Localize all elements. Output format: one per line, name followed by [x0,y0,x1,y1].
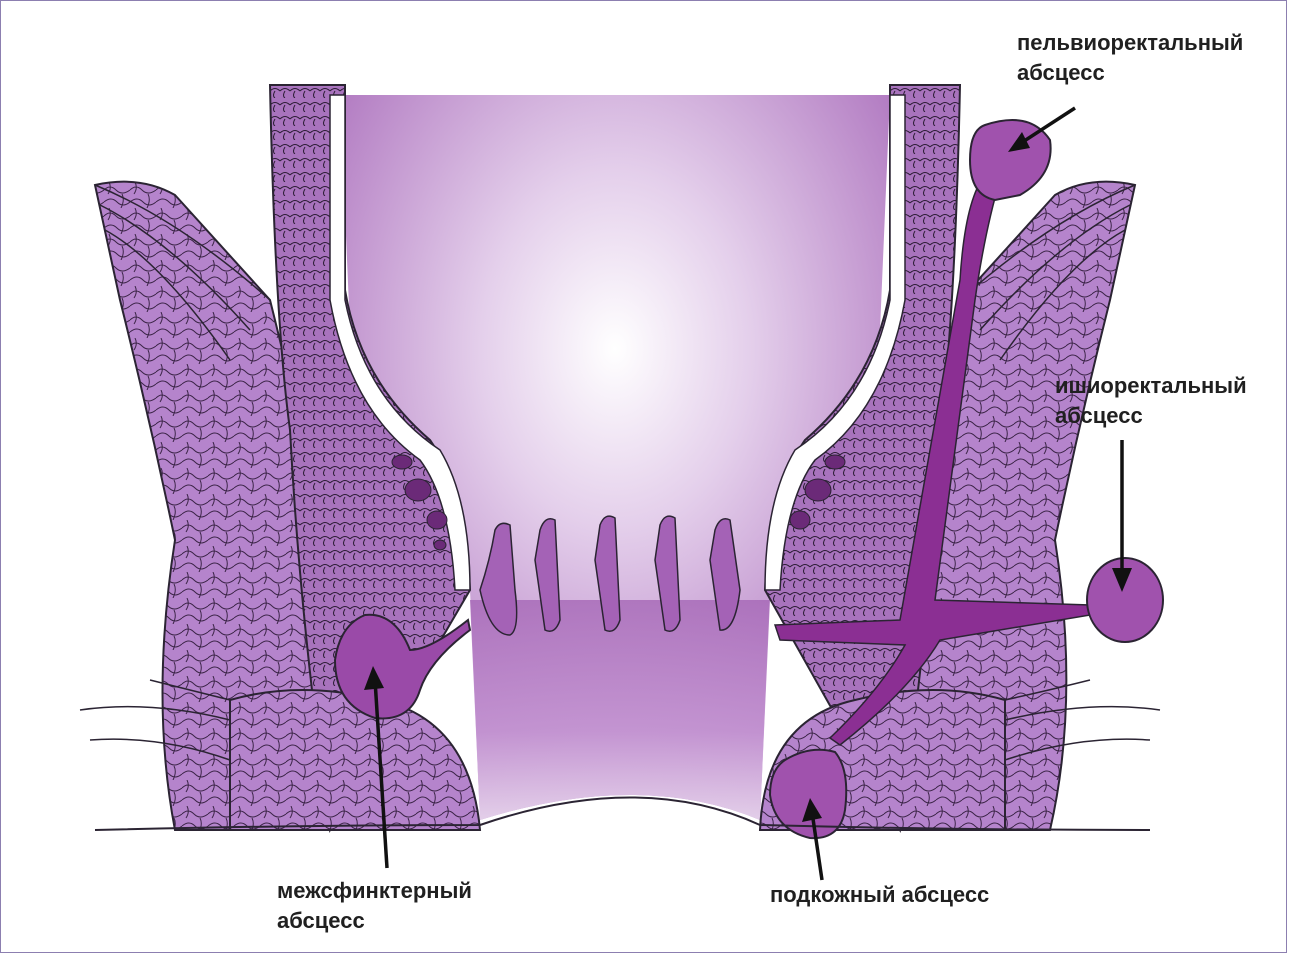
label-intersphincteric-abscess: межсфинктерный абсцесс [277,876,472,936]
anal-canal [470,600,770,820]
label-subcutaneous-abscess: подкожный абсцесс [770,880,989,910]
label-pelvirectal-abscess: пельвиоректальный абсцесс [1017,28,1243,88]
left-external-sphincter [230,690,480,830]
label-ischiorectal-abscess: ишиоректальный абсцесс [1055,371,1247,431]
